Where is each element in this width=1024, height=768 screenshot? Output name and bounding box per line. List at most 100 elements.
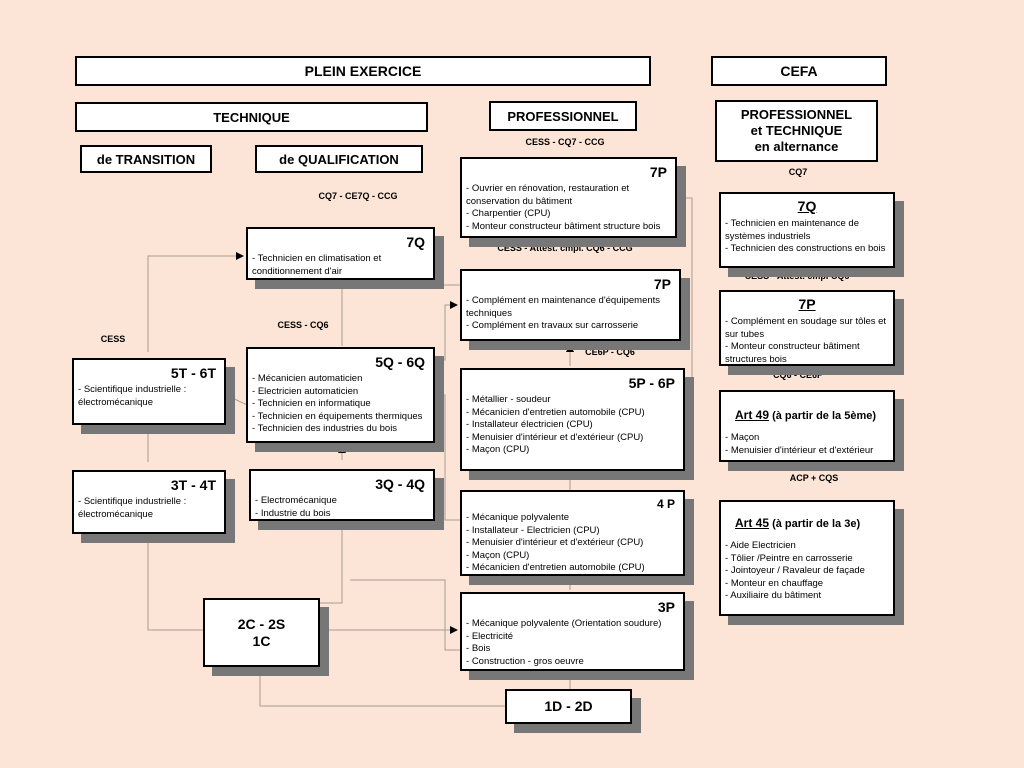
plein-exercice-header: PLEIN EXERCICE [75,56,651,86]
list-item: Maçon [725,432,889,445]
list-item: Electromécanique [255,495,429,508]
link-4p-to-5q [436,394,460,521]
cefa-art45-subtitle: (à partir de la 3e) [772,518,861,530]
box-7p-b: 7P Complément en maintenance d'équipemen… [460,269,681,341]
label-cefa-cq6-ce6p: CQ6 - CE6P [772,370,824,380]
cefa-box-7q-title: 7Q [797,198,817,214]
cefa-header: CEFA [711,56,887,86]
box-7q-title: 7Q [406,234,425,250]
label-cefa-cq7: CQ7 [788,167,808,177]
list-item: Mécanicien d'entretien automobile (CPU) [466,407,679,420]
list-item: Menuisier d'intérieur et d'extérieur (CP… [466,537,679,550]
list-item: Technicien en équipements thermiques [252,411,429,424]
list-item: Monteur en chauffage [725,578,889,591]
box-4p-title: 4 P [656,497,675,511]
label-cq7-ce7q-ccg: CQ7 - CE7Q - CCG [318,191,398,201]
list-item: Monteur constructeur bâtiment structure … [466,221,671,234]
box-5q-6q-title: 5Q - 6Q [375,354,425,370]
list-item: Mécanicien d'entretien automobile (CPU) [466,562,679,575]
list-item: Technicien en informatique [252,398,429,411]
list-item: Métallier - soudeur [466,394,679,407]
cefa-art49-title: Art 49 [735,408,770,422]
arrow-1d2d-to-2c [256,667,505,707]
list-item: Complément en soudage sur tôles et sur t… [725,316,889,341]
list-item: Installateur - Electricien (CPU) [466,525,679,538]
box-2c-line2: 1C [252,632,271,649]
list-item: Auxiliaire du bâtiment [725,590,889,603]
arrow-5p6p-to-7pa [676,194,693,396]
link-3p-to-q [350,579,460,651]
box-2c-line1: 2C - 2S [237,615,286,632]
cefa-subheader: PROFESSIONNEL et TECHNIQUE en alternance [715,100,878,162]
box-5t-6t-title: 5T - 6T [170,365,216,381]
label-cess-attest-cq6-ccg: CESS - Attest. cmpl. CQ6 - CCG [497,243,633,253]
cefa-sub-line2: et TECHNIQUE [750,123,843,138]
list-item: Construction - gros oeuvre [466,656,679,669]
list-item: Mécanicien automaticien [252,373,429,386]
label-cefa-cess-attest: CESS - Attest. cmpl CQ6 [744,271,850,281]
box-5q-6q: 5Q - 6Q Mécanicien automaticien Electric… [246,347,435,443]
arrow-2c-to-3q4q [320,521,346,604]
list-item: Scientifique industrielle : électromécan… [78,496,220,521]
list-item: Tôlier /Peintre en carrosserie [725,553,889,566]
cefa-box-art49: Art 49 (à partir de la 5ème) Maçon Menui… [719,390,895,462]
label-cess-cq7-ccg: CESS - CQ7 - CCG [525,137,605,147]
box-2c-2s-1c: 2C - 2S 1C [203,598,320,667]
arrow-5q-to-7pb [436,301,458,361]
list-item: Complément en travaux sur carrosserie [466,320,675,333]
box-1d-2d: 1D - 2D [505,689,632,724]
list-item: Maçon (CPU) [466,444,679,457]
cefa-art49-subtitle: (à partir de la 5ème) [772,410,877,422]
list-item: Technicien des industries du bois [252,423,429,436]
list-item: Electricité [466,631,679,644]
box-7q: 7Q Technicien en climatisation et condit… [246,227,435,280]
cefa-box-7p-title: 7P [798,296,816,312]
list-item: Electricien automaticien [252,386,429,399]
box-3q-4q: 3Q - 4Q Electromécanique Industrie du bo… [249,469,435,521]
box-3p: 3P Mécanique polyvalente (Orientation so… [460,592,685,671]
list-item: Technicien des constructions en bois [725,243,889,256]
arrow-2c-to-3t4t [144,534,203,631]
list-item: Mécanique polyvalente [466,512,679,525]
box-7p-a: 7P Ouvrier en rénovation, restauration e… [460,157,677,238]
list-item: Monteur constructeur bâtiment structures… [725,341,889,366]
cefa-box-7q: 7Q Technicien en maintenance de systèmes… [719,192,895,268]
cefa-box-art45: Art 45 (à partir de la 3e) Aide Electric… [719,500,895,616]
box-1d-2d-title: 1D - 2D [544,698,593,714]
list-item: Jointoyeur / Ravaleur de façade [725,565,889,578]
arrow-5t6t-to-7q [147,252,244,352]
box-7p-b-title: 7P [653,276,671,292]
qualification-header: de QUALIFICATION [255,145,423,173]
box-3q-4q-title: 3Q - 4Q [375,476,425,492]
list-item: Industrie du bois [255,508,429,521]
list-item: Scientifique industrielle : électromécan… [78,384,220,409]
box-4p: 4 P Mécanique polyvalente Installateur -… [460,490,685,576]
label-ce6p-cq6: CE6P - CQ6 [585,347,635,357]
label-cess-cq6: CESS - CQ6 [277,320,329,330]
cefa-art45-title: Art 45 [735,516,770,530]
cefa-sub-line3: en alternance [754,139,839,154]
list-item: Bois [466,643,679,656]
box-3t-4t-title: 3T - 4T [170,477,216,493]
list-item: Maçon (CPU) [466,550,679,563]
list-item: Charpentier (CPU) [466,208,671,221]
list-item: Technicien en climatisation et condition… [252,253,429,278]
list-item: Complément en maintenance d'équipements … [466,295,675,320]
professionnel-header: PROFESSIONNEL [489,101,637,131]
transition-header: de TRANSITION [80,145,212,173]
list-item: Mécanique polyvalente (Orientation soudu… [466,618,679,631]
list-item: Technicien en maintenance de systèmes in… [725,218,889,243]
box-5t-6t: 5T - 6T Scientifique industrielle : élec… [72,358,226,425]
list-item: Installateur électricien (CPU) [466,419,679,432]
box-3p-title: 3P [657,599,675,615]
cefa-box-7p: 7P Complément en soudage sur tôles et su… [719,290,895,366]
list-item: Menuisier d'intérieur et d'extérieur [725,445,889,458]
technique-header: TECHNIQUE [75,102,428,132]
list-item: Menuisier d'intérieur et d'extérieur (CP… [466,432,679,445]
box-5p-6p: 5P - 6P Métallier - soudeur Mécanicien d… [460,368,685,471]
list-item: Aide Electricien [725,540,889,553]
label-cess: CESS [100,334,126,344]
label-cefa-acp-cqs: ACP + CQS [789,473,839,483]
box-3t-4t: 3T - 4T Scientifique industrielle : élec… [72,470,226,534]
